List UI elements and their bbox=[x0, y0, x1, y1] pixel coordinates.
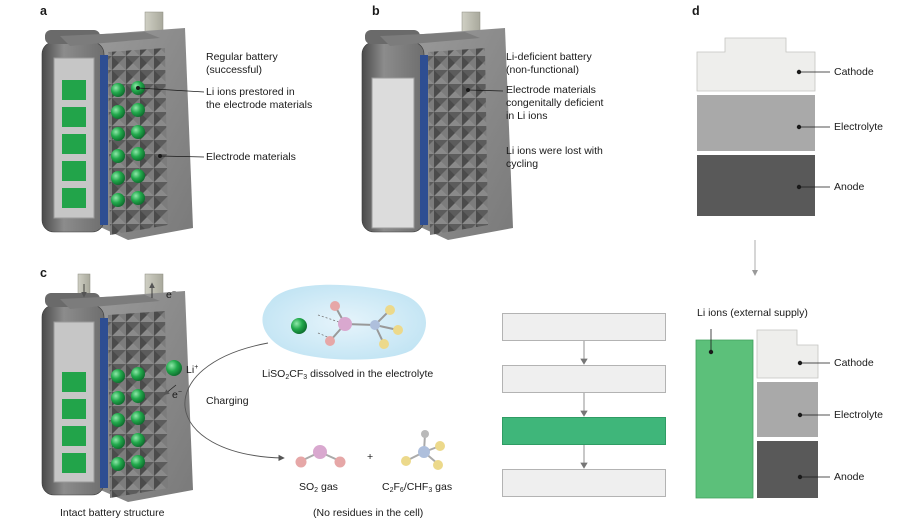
cf-sub: 6 bbox=[399, 487, 404, 494]
d-top-electrolyte bbox=[697, 95, 815, 151]
c-cf-label: C2F6/CHF3 gas bbox=[382, 481, 452, 497]
d-bottom-cathode bbox=[756, 329, 819, 379]
salt-part: dissolved in the electrolyte bbox=[307, 368, 434, 380]
d-bottom-anode-label: Anode bbox=[834, 471, 865, 483]
process-step-electrode-making bbox=[502, 313, 666, 341]
c-electron-arrows bbox=[81, 282, 177, 396]
battery-a-cells bbox=[62, 80, 86, 208]
d-down-arrow bbox=[752, 240, 758, 276]
electron-charge: − bbox=[171, 289, 176, 296]
d-top-electrolyte-label: Electrolyte bbox=[834, 121, 884, 133]
process-step-degassing bbox=[502, 469, 666, 497]
c-cf-molecule bbox=[401, 430, 445, 470]
b-materials-line3: in Li ions bbox=[506, 110, 548, 122]
c-plus-sign: + bbox=[367, 451, 374, 463]
panel-label-d: d bbox=[692, 4, 700, 18]
panel-label-c: c bbox=[40, 266, 47, 280]
c-salt-label: LiSO2CF3 dissolved in the electrolyte bbox=[262, 368, 433, 384]
c-so2-label: SO2 gas bbox=[299, 481, 338, 497]
so2-part: gas bbox=[318, 481, 338, 493]
a-electrode-label: Electrode materials bbox=[206, 151, 296, 163]
d-external-label: Li ions (external supply) bbox=[697, 307, 808, 319]
cf-part: /CHF bbox=[403, 481, 429, 493]
d-bottom-electrolyte-label: Electrolyte bbox=[834, 409, 884, 421]
electron-charge: − bbox=[177, 389, 182, 396]
cf-part: F bbox=[393, 481, 400, 493]
panel-b-leaders bbox=[465, 88, 504, 93]
salt-part: CF bbox=[289, 368, 304, 380]
salt-part: LiSO bbox=[262, 368, 286, 380]
panel-a-leaders bbox=[135, 86, 205, 158]
d-top-cathode bbox=[696, 37, 816, 92]
cf-part: C bbox=[382, 481, 390, 493]
b-lost-line2: cycling bbox=[506, 158, 539, 170]
b-title-line1: Li-deficient battery bbox=[506, 51, 592, 63]
battery-c-li-ions bbox=[111, 367, 145, 471]
c-electron-label-mid: e− bbox=[172, 386, 182, 402]
battery-a-li-ions bbox=[111, 81, 145, 207]
c-so2-molecule bbox=[295, 445, 346, 468]
cf-part: gas bbox=[432, 481, 453, 493]
so2-part: SO bbox=[299, 481, 315, 493]
c-electron-label-top: e− bbox=[166, 286, 176, 302]
panel-label-a: a bbox=[40, 4, 47, 18]
d-bottom-anode bbox=[757, 441, 818, 498]
d-bottom-leaders bbox=[708, 329, 830, 480]
b-materials-label: Electrode materials congenitally deficie… bbox=[506, 84, 603, 123]
electron-symbol: e bbox=[166, 289, 172, 301]
cf-sub: 2 bbox=[389, 487, 394, 494]
b-materials-line1: Electrode materials bbox=[506, 84, 596, 96]
d-external-li-block bbox=[695, 339, 754, 499]
a-title-line1: Regular battery bbox=[206, 51, 278, 63]
so2-sub: 2 bbox=[314, 487, 319, 494]
process-step-cell-assembly bbox=[502, 365, 666, 393]
d-top-cathode-label: Cathode bbox=[834, 66, 874, 78]
c-no-residue-label: (No residues in the cell) bbox=[313, 507, 424, 519]
cf-sub: 3 bbox=[428, 487, 433, 494]
c-li-plus-ion bbox=[166, 360, 182, 376]
c-charging-label: Charging bbox=[206, 395, 249, 407]
process-arrows bbox=[580, 341, 588, 469]
salt-sub: 3 bbox=[303, 374, 308, 381]
salt-sub: 2 bbox=[285, 374, 290, 381]
li-symbol: Li bbox=[186, 364, 195, 376]
a-ions-line2: the electrode materials bbox=[206, 99, 313, 111]
c-charging-curve bbox=[184, 342, 285, 462]
b-lost-line1: Li ions were lost with bbox=[506, 145, 603, 157]
d-bottom-electrolyte bbox=[757, 382, 818, 437]
battery-c-cells bbox=[62, 372, 86, 473]
process-step-charging bbox=[502, 417, 666, 445]
b-title-line2: (non-functional) bbox=[506, 64, 579, 76]
c-salt-molecule bbox=[262, 284, 427, 360]
panel-label-b: b bbox=[372, 4, 380, 18]
a-title-line2: (successful) bbox=[206, 64, 263, 76]
a-title: Regular battery (successful) bbox=[206, 51, 278, 77]
b-materials-line2: congenitally deficient bbox=[506, 97, 604, 109]
d-top-anode-label: Anode bbox=[834, 181, 865, 193]
li-charge: + bbox=[194, 364, 199, 371]
c-li-plus-label: Li+ bbox=[186, 361, 198, 377]
electron-symbol: e bbox=[172, 389, 178, 401]
a-ions-label: Li ions prestored in the electrode mater… bbox=[206, 86, 312, 112]
b-title: Li-deficient battery (non-functional) bbox=[506, 51, 592, 77]
d-top-leaders bbox=[796, 69, 830, 190]
c-intact-label: Intact battery structure bbox=[60, 507, 165, 519]
battery-b bbox=[361, 11, 513, 240]
d-top-anode bbox=[697, 155, 815, 216]
a-ions-line1: Li ions prestored in bbox=[206, 86, 295, 98]
d-bottom-cathode-label: Cathode bbox=[834, 357, 874, 369]
b-lost-label: Li ions were lost with cycling bbox=[506, 145, 603, 171]
